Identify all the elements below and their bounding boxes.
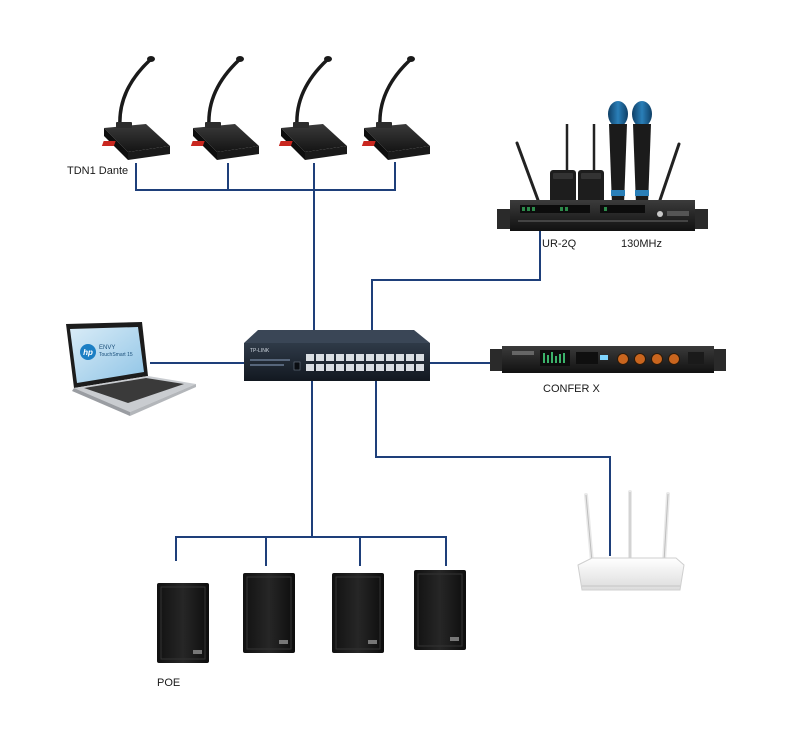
wireless-router — [577, 490, 685, 591]
cable-switch-to-router — [375, 381, 611, 556]
label-wireless-receiver: UR-2Q — [542, 238, 577, 250]
label-conference-units: TDN1 Dante — [67, 165, 129, 177]
speaker-2 — [243, 573, 295, 653]
laptop-brand: hp — [83, 348, 93, 357]
handheld-mic-1 — [608, 101, 628, 205]
laptop-model-line2: TouchSmart 15 — [99, 352, 133, 358]
switch-ports — [306, 354, 424, 371]
speaker-3 — [332, 573, 384, 653]
bodypack-transmitter-2 — [578, 124, 604, 205]
cable-speaker-bus — [175, 536, 447, 566]
label-speakers: POE — [157, 677, 181, 689]
label-processor: CONFER X — [543, 383, 600, 395]
audio-processor — [490, 346, 726, 373]
network-switch: TP-LINK — [244, 330, 430, 381]
laptop-model-line1: ENVY — [99, 345, 115, 351]
speaker-4 — [414, 570, 466, 650]
conference-unit-2 — [190, 56, 259, 160]
bodypack-transmitter-1 — [550, 124, 576, 205]
handheld-mic-2 — [632, 101, 652, 205]
speaker-1 — [157, 583, 209, 663]
laptop: hp ENVY TouchSmart 15 — [66, 322, 196, 416]
switch-brand: TP-LINK — [250, 348, 270, 354]
hp-logo-icon — [80, 344, 96, 360]
conference-unit-3 — [278, 56, 347, 160]
conference-unit-1 — [101, 56, 170, 160]
cable-conference-bus — [135, 162, 396, 191]
cable-receiver-to-switch — [371, 231, 541, 333]
wireless-receiver — [497, 101, 708, 231]
network-cables — [135, 162, 611, 566]
conference-unit-4 — [361, 56, 430, 160]
label-frequency: 130MHz — [621, 238, 662, 250]
